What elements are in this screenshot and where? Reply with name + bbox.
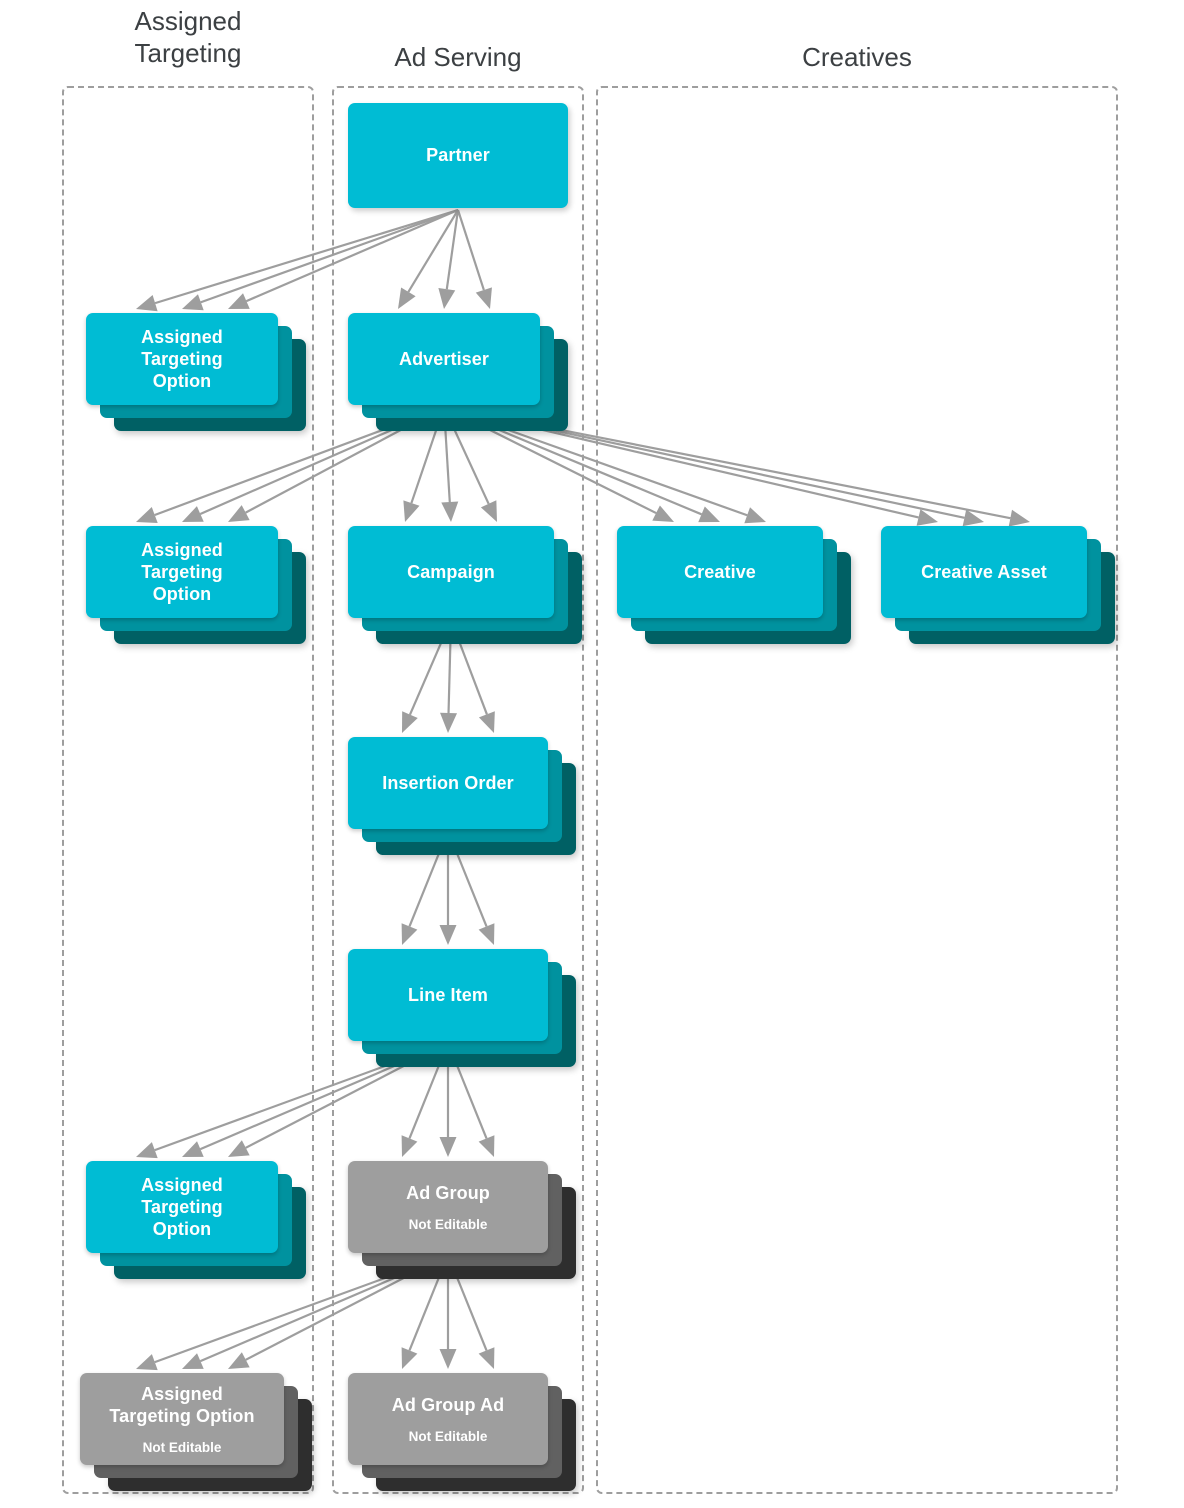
edge-line (154, 208, 459, 305)
edge-arrowhead (398, 287, 416, 309)
node-insertion-order[interactable]: Insertion Order (348, 737, 576, 855)
edge-arrowhead (228, 1140, 250, 1157)
node-face: Campaign (348, 526, 554, 618)
column-title-assigned-targeting: Assigned Targeting (134, 6, 242, 68)
node-face: Creative (617, 526, 823, 618)
edge-arrowhead (744, 507, 766, 524)
edge-arrowhead (136, 1142, 158, 1159)
edge-arrowhead (182, 1353, 204, 1369)
edge-arrowhead (441, 501, 459, 522)
edge-line (200, 208, 459, 304)
edge-line (245, 208, 459, 303)
edge-arrowhead (480, 500, 497, 522)
group-box-creatives (596, 86, 1118, 1494)
edge-arrowhead (440, 712, 458, 733)
edge-arrowhead (475, 287, 492, 309)
edge-arrowhead (1008, 509, 1030, 527)
node-face: Assigned Targeting Option (86, 526, 278, 618)
edge-arrowhead (182, 294, 204, 311)
edge-arrowhead (652, 505, 674, 522)
edge-arrowhead (478, 1347, 495, 1369)
node-title: Advertiser (398, 348, 490, 369)
group-box-assigned-targeting (62, 86, 314, 1494)
edge-line (456, 209, 485, 291)
edge-arrowhead (403, 500, 420, 522)
node-subtitle: Not Editable (142, 1440, 222, 1456)
node-face: Advertiser (348, 313, 540, 405)
edge-arrowhead (228, 505, 250, 522)
edge-arrowhead (439, 925, 457, 945)
node-title: Creative Asset (921, 561, 1047, 582)
node-subtitle: Not Editable (408, 1217, 488, 1233)
node-partner[interactable]: Partner (348, 103, 568, 208)
node-advertiser[interactable]: Advertiser (348, 313, 568, 431)
edge-arrowhead (136, 507, 158, 523)
node-title: Ad Group Ad (391, 1394, 505, 1415)
node-title: Assigned Targeting Option (109, 1383, 255, 1426)
node-assigned-targeting-option-advertiser[interactable]: Assigned Targeting Option (86, 526, 306, 644)
node-title: Assigned Targeting Option (141, 539, 223, 605)
node-face: Creative Asset (881, 526, 1087, 618)
edge-arrowhead (916, 509, 938, 526)
node-face: Assigned Targeting Option (86, 313, 278, 405)
node-face: Line Item (348, 949, 548, 1041)
node-title: Campaign (407, 561, 495, 582)
edge-line (407, 209, 459, 293)
edge-arrowhead (438, 288, 456, 309)
column-title-ad-serving: Ad Serving (394, 42, 522, 72)
edge-arrowhead (182, 506, 204, 522)
node-creative-asset[interactable]: Creative Asset (881, 526, 1115, 644)
edge-arrowhead (478, 1135, 495, 1157)
edge-arrowhead (402, 711, 418, 733)
edge-arrowhead (962, 509, 984, 527)
node-assigned-targeting-option-lineitem[interactable]: Assigned Targeting Option (86, 1161, 306, 1279)
edge-arrowhead (136, 295, 158, 312)
edge-arrowhead (401, 923, 418, 945)
node-title: Partner (426, 145, 490, 166)
edge-arrowhead (228, 1352, 250, 1369)
node-title: Line Item (408, 984, 488, 1005)
node-title: Creative (684, 561, 756, 582)
column-title-creatives: Creatives (802, 42, 912, 72)
node-title: Assigned Targeting Option (141, 326, 223, 392)
edge-arrowhead (228, 293, 250, 309)
edge-arrowhead (439, 1137, 457, 1157)
edge-arrowhead (439, 1349, 457, 1369)
node-title: Ad Group (406, 1182, 490, 1203)
node-ad-group-ad[interactable]: Ad Group Ad Not Editable (348, 1373, 576, 1491)
edge-line (445, 209, 460, 290)
node-line-item[interactable]: Line Item (348, 949, 576, 1067)
edge-arrowhead (182, 1141, 204, 1157)
edge-partner-to-assigned-targeting-option-partner (136, 208, 459, 312)
node-face: Assigned Targeting Option (86, 1161, 278, 1253)
edge-arrowhead (478, 923, 495, 945)
node-face: Insertion Order (348, 737, 548, 829)
node-subtitle: Not Editable (408, 1429, 488, 1445)
edge-arrowhead (401, 1347, 418, 1369)
node-assigned-targeting-option-partner[interactable]: Assigned Targeting Option (86, 313, 306, 431)
edge-arrowhead (136, 1354, 158, 1371)
edge-arrowhead (698, 506, 720, 523)
node-face: Partner (348, 103, 568, 208)
group-box-ad-serving (332, 86, 584, 1494)
node-face: Ad Group Ad Not Editable (348, 1373, 548, 1465)
node-creative[interactable]: Creative (617, 526, 851, 644)
node-title: Insertion Order (382, 772, 514, 793)
edge-arrowhead (478, 711, 495, 733)
node-title: Assigned Targeting Option (141, 1174, 223, 1240)
edge-arrowhead (401, 1135, 418, 1157)
edge-partner-to-advertiser (398, 209, 492, 309)
node-campaign[interactable]: Campaign (348, 526, 582, 644)
